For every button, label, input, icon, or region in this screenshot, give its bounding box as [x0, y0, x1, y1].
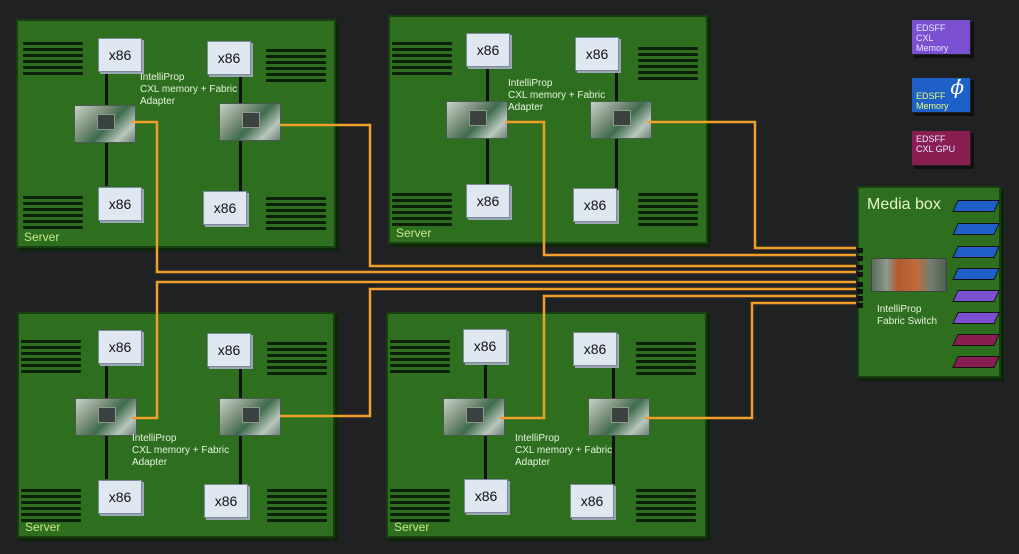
vent-grille — [636, 342, 696, 378]
adapter-label: IntelliProp CXL memory + Fabric Adapter — [515, 433, 613, 468]
cpu-x86: x86 — [98, 330, 142, 364]
cpu-x86: x86 — [573, 332, 617, 366]
cxl-adapter-card — [75, 398, 137, 436]
cpu-x86: x86 — [573, 188, 617, 222]
drive-edsff-cxl-gpu — [952, 334, 1000, 346]
vent-grille — [266, 197, 326, 233]
fabric-port — [857, 296, 863, 301]
cpu-x86: x86 — [570, 484, 614, 518]
legend-edsff-cxl-gpu: EDSFF CXL GPU — [911, 130, 971, 166]
drive-edsff-cxl-memory — [952, 290, 1000, 302]
adapter-label: IntelliProp CXL memory + Fabric Adapter — [508, 78, 606, 113]
fabric-switch-label: IntelliProp Fabric Switch — [877, 304, 938, 327]
vent-grille — [266, 49, 326, 85]
cpu-x86: x86 — [98, 38, 142, 72]
server-3: x86 x86 x86 x86 IntelliProp CXL memory +… — [17, 312, 335, 538]
cpu-x86: x86 — [98, 187, 142, 221]
legend-edsff-memory: EDSFF Memory ϕ̇ — [911, 77, 971, 113]
cpu-x86: x86 — [203, 191, 247, 225]
phi-icon: ϕ̇ — [950, 75, 964, 99]
vent-grille — [392, 42, 452, 78]
vent-grille — [390, 340, 450, 376]
media-box-title: Media box — [867, 196, 941, 213]
vent-grille — [267, 342, 327, 378]
vent-grille — [21, 489, 81, 525]
fabric-link — [500, 294, 856, 420]
cpu-x86: x86 — [575, 37, 619, 71]
server-1: x86 x86 x86 x86 IntelliProp CXL memory +… — [16, 19, 336, 248]
drive-edsff-memory — [952, 200, 1000, 212]
legend-edsff-memory-label: EDSFF Memory — [916, 91, 949, 111]
vent-grille — [23, 42, 83, 78]
server-label: Server — [24, 230, 60, 244]
fabric-port — [857, 248, 863, 253]
adapter-label: IntelliProp CXL memory + Fabric Adapter — [140, 72, 238, 107]
fabric-link — [132, 120, 856, 274]
vent-grille — [390, 489, 450, 525]
fabric-port — [857, 282, 863, 287]
cpu-x86: x86 — [464, 479, 508, 513]
cxl-adapter-card — [443, 398, 505, 436]
drive-edsff-cxl-memory — [952, 312, 1000, 324]
cpu-x86: x86 — [207, 333, 251, 367]
cxl-adapter-card — [74, 105, 136, 143]
media-box: Media box IntelliProp Fabric Switch — [857, 186, 1001, 378]
server-4: x86 x86 x86 x86 IntelliProp CXL memory +… — [386, 312, 707, 538]
cpu-x86: x86 — [207, 41, 251, 75]
drive-edsff-memory — [952, 223, 1000, 235]
cxl-adapter-card — [588, 398, 650, 436]
vent-grille — [638, 47, 698, 83]
vent-grille — [21, 340, 81, 376]
vent-grille — [23, 196, 83, 232]
drive-edsff-cxl-gpu — [952, 356, 1000, 368]
fabric-link — [280, 123, 856, 268]
cpu-x86: x86 — [463, 329, 507, 363]
vent-grille — [636, 489, 696, 525]
vent-grille — [392, 193, 452, 229]
fabric-port — [857, 272, 863, 277]
cpu-x86: x86 — [466, 33, 510, 67]
legend-edsff-cxl-memory: EDSFF CXL Memory — [911, 19, 971, 55]
fabric-link — [645, 301, 856, 420]
drive-edsff-memory — [952, 246, 1000, 258]
drive-edsff-memory — [952, 268, 1000, 280]
cxl-adapter-card — [590, 101, 652, 139]
cxl-adapter-card — [219, 103, 281, 141]
server-label: Server — [396, 226, 432, 240]
fabric-link — [132, 280, 856, 420]
fabric-link — [280, 287, 856, 418]
fabric-port — [857, 289, 863, 294]
fabric-port — [857, 303, 863, 308]
server-label: Server — [25, 520, 61, 534]
fabric-port — [857, 265, 863, 270]
cpu-x86: x86 — [466, 184, 510, 218]
server-2: x86 x86 x86 x86 IntelliProp CXL memory +… — [388, 15, 708, 244]
server-label: Server — [394, 520, 430, 534]
cxl-adapter-card — [219, 398, 281, 436]
adapter-label: IntelliProp CXL memory + Fabric Adapter — [132, 433, 230, 468]
fabric-switch-chip — [871, 258, 947, 292]
vent-grille — [267, 489, 327, 525]
fabric-link — [647, 120, 856, 250]
fabric-port — [857, 256, 863, 261]
cpu-x86: x86 — [204, 484, 248, 518]
cpu-x86: x86 — [98, 480, 142, 514]
vent-grille — [638, 193, 698, 229]
cxl-adapter-card — [446, 101, 508, 139]
fabric-link — [505, 120, 856, 257]
